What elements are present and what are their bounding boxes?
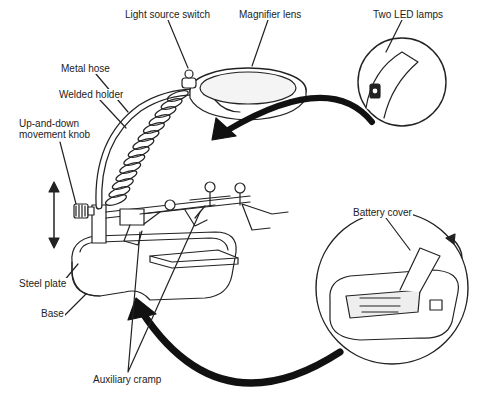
coil-turn (154, 104, 177, 119)
coil-turn (160, 96, 183, 111)
coil-spring (104, 88, 189, 207)
part-label: Auxiliary cramp (92, 374, 162, 385)
part-label: Two LED lamps (372, 9, 444, 20)
part-label: Battery cover (352, 207, 413, 218)
part-label: Up-and-down movement knob (18, 118, 102, 140)
coil-turn (148, 112, 171, 127)
part-label: Base (40, 308, 65, 319)
part-label: Steel plate (18, 278, 67, 289)
coil-turn (166, 88, 189, 103)
part-label: Metal hose (60, 63, 111, 74)
part-label: Light source switch (124, 9, 211, 20)
part-label: Magnifier lens (238, 9, 302, 20)
part-label: Welded holder (58, 89, 124, 100)
